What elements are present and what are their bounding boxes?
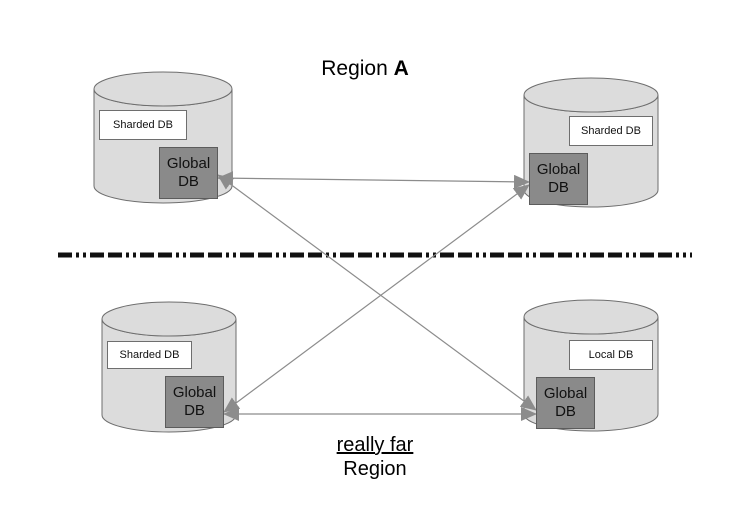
cylinder-top [523, 299, 659, 335]
global-db-bottom-left: Global DB [165, 376, 224, 428]
global-db-top-right: Global DB [529, 153, 588, 205]
global-db-line1: Global [166, 155, 211, 172]
global-db-line1: Global [543, 385, 588, 402]
global-db-line2: DB [548, 179, 569, 196]
region-title-prefix: Region [321, 57, 394, 80]
cylinder-top [101, 301, 237, 337]
cylinder-top [93, 71, 233, 107]
global-db-line2: DB [178, 173, 199, 190]
global-db-bottom-right: Global DB [536, 377, 595, 429]
region-title-name: A [393, 57, 409, 80]
sharded-db-label-top-left: Sharded DB [99, 110, 187, 140]
region-a-title: Region A [280, 57, 450, 81]
global-db-top-left: Global DB [159, 147, 218, 199]
sharded-db-label-top-right: Sharded DB [569, 116, 653, 146]
far-region-line1: really far [336, 434, 414, 456]
far-region-line2: Region [343, 458, 407, 480]
local-db-label-bottom-right: Local DB [569, 340, 653, 370]
link-top-left-bottom-right [217, 174, 537, 411]
sharded-db-label-bottom-left: Sharded DB [107, 341, 192, 369]
global-db-line1: Global [172, 384, 217, 401]
cylinder-top [523, 77, 659, 113]
global-db-line2: DB [184, 402, 205, 419]
far-region-label: really far Region [300, 433, 450, 481]
link-top-left-top-right [217, 171, 530, 189]
global-db-line1: Global [536, 161, 581, 178]
global-db-line2: DB [555, 403, 576, 420]
link-bottom-left-top-right [223, 184, 530, 413]
